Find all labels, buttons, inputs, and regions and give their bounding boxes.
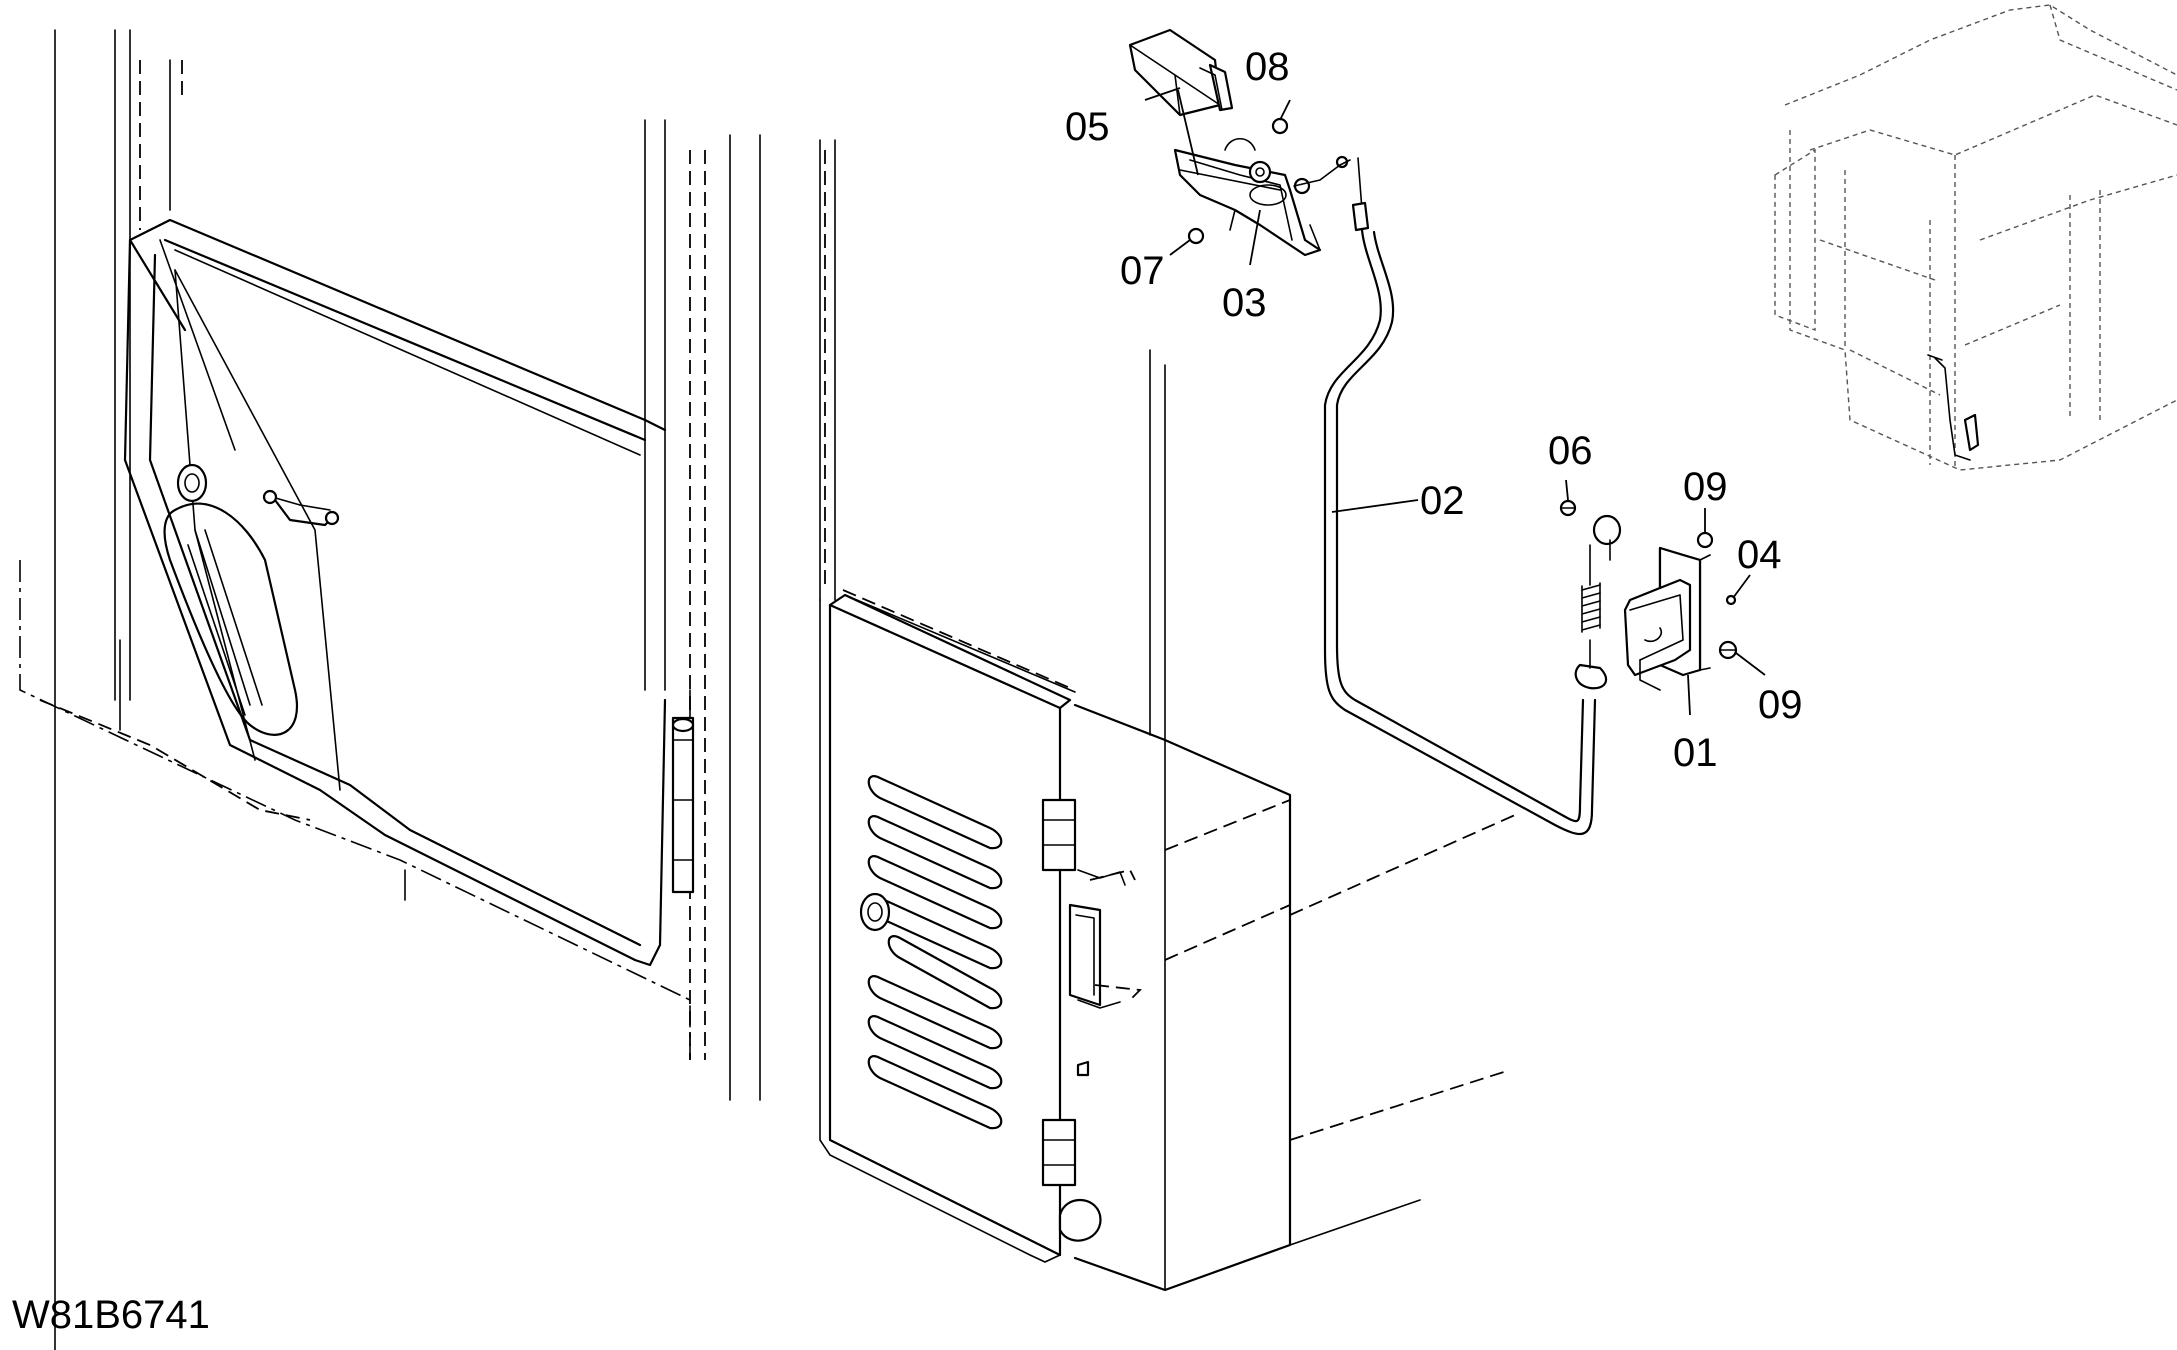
callout-03: 03 xyxy=(1222,281,1267,325)
callout-01: 01 xyxy=(1673,731,1718,775)
callout-09-upper: 09 xyxy=(1683,465,1728,509)
callout-09-lower: 09 xyxy=(1758,683,1803,727)
cab-door xyxy=(19,29,761,1350)
callout-05: 05 xyxy=(1065,105,1110,149)
release-lever xyxy=(1128,28,1351,257)
callout-07: 07 xyxy=(1120,249,1165,293)
release-cable xyxy=(1323,157,1597,836)
figure-code: W81B6741 xyxy=(12,1293,210,1337)
latch-assembly xyxy=(1559,499,1738,691)
spring-icon xyxy=(1581,582,1601,633)
side-compartment-door xyxy=(819,139,1516,1292)
callout-06: 06 xyxy=(1548,429,1593,473)
callouts: 05 08 07 03 02 06 09 04 09 01 xyxy=(1065,45,1803,775)
vent-louvers xyxy=(867,775,1003,1130)
callout-02: 02 xyxy=(1420,479,1465,523)
callout-08: 08 xyxy=(1245,45,1290,89)
machine-overview-thumbnail xyxy=(1774,4,2177,471)
callout-04: 04 xyxy=(1737,533,1782,577)
bolt-icon xyxy=(1187,117,1349,245)
